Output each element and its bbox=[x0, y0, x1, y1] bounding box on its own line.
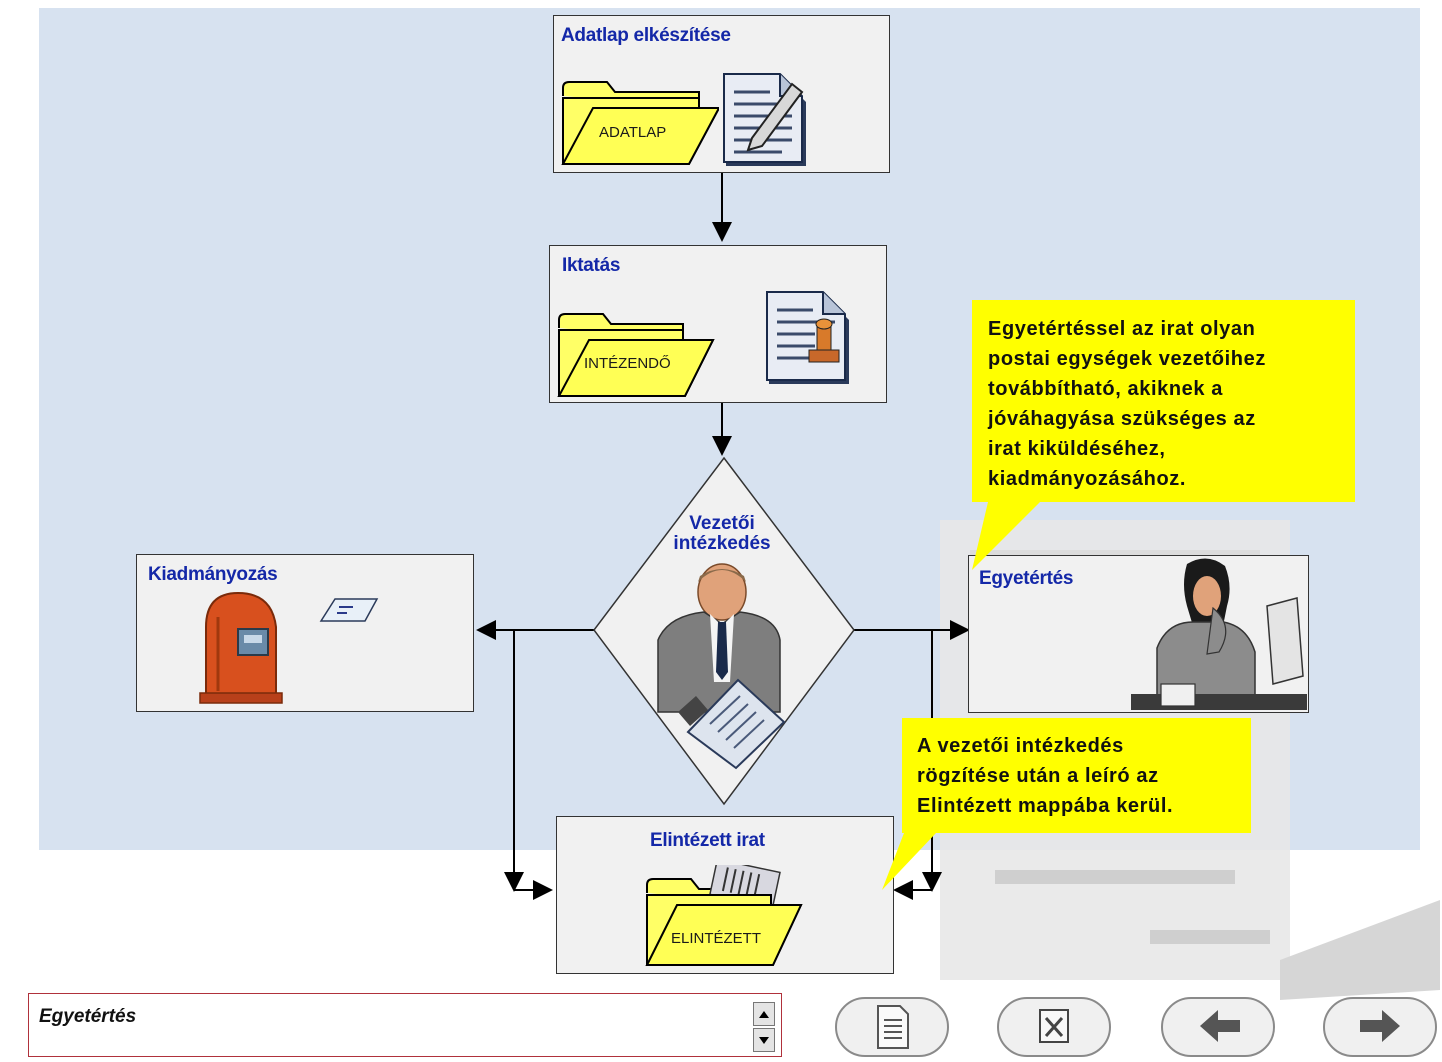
close-button[interactable] bbox=[996, 996, 1112, 1058]
elintezett-folder-label: ELINTÉZETT bbox=[671, 930, 762, 947]
callout-top-line: postai egységek vezetőihez bbox=[988, 348, 1266, 370]
step-kiadmanyozas-box[interactable]: Kiadmányozás bbox=[136, 554, 474, 712]
callout-bottom bbox=[882, 718, 1251, 890]
step-elintezett-box[interactable]: Elintézett irat ELINTÉZETT bbox=[556, 816, 894, 974]
callout-top bbox=[972, 300, 1355, 570]
step-adatlap-title: Adatlap elkészítése bbox=[561, 25, 731, 46]
scroll-down-button[interactable] bbox=[753, 1028, 775, 1052]
step-adatlap-box[interactable]: Adatlap elkészítése ADATLAP bbox=[553, 15, 890, 173]
notes-button[interactable] bbox=[834, 996, 950, 1058]
vezetoi-title-line1: Vezetői bbox=[689, 513, 755, 534]
callout-top-line: irat kiküldéséhez, bbox=[988, 438, 1166, 460]
callout-top-line: kiadmányozásához. bbox=[988, 468, 1187, 490]
callout-bottom-line: rögzítése után a leíró az bbox=[917, 765, 1159, 787]
caption-scrollbar[interactable] bbox=[753, 1002, 775, 1052]
notes-icon bbox=[877, 1005, 909, 1049]
callout-top-text: Egyetértéssel az irat olyan postai egysé… bbox=[988, 314, 1266, 494]
vezetoi-title: Vezetői intézkedés bbox=[642, 514, 802, 554]
step-egyetertes-box[interactable]: Egyetértés bbox=[968, 555, 1309, 713]
step-iktatas-box[interactable]: Iktatás INTÉZENDŐ bbox=[549, 245, 887, 403]
folder-icon bbox=[645, 865, 803, 966]
mailbox-icon bbox=[199, 591, 283, 704]
caption-textbox[interactable]: Egyetértés bbox=[28, 993, 782, 1057]
triangle-down-icon bbox=[759, 1036, 769, 1044]
step-iktatas-title: Iktatás bbox=[562, 255, 621, 276]
folder-icon bbox=[557, 313, 715, 397]
manager-person-icon bbox=[657, 563, 786, 770]
callout-top-line: továbbítható, akiknek a bbox=[988, 378, 1223, 400]
triangle-up-icon bbox=[759, 1010, 769, 1018]
envelope-icon bbox=[319, 598, 379, 622]
document-stamp-icon bbox=[766, 291, 849, 384]
step-kiadmanyozas-title: Kiadmányozás bbox=[148, 564, 278, 585]
callout-bottom-text: A vezetői intézkedés rögzítése után a le… bbox=[917, 731, 1173, 821]
step-egyetertes-title: Egyetértés bbox=[979, 568, 1074, 589]
arrow-right-icon bbox=[1360, 1010, 1400, 1042]
callout-top-line: Egyetértéssel az irat olyan bbox=[988, 318, 1256, 340]
callout-bottom-line: Elintézett mappába kerül. bbox=[917, 795, 1174, 817]
callout-top-line: jóváhagyása szükséges az bbox=[988, 408, 1256, 430]
close-icon bbox=[1039, 1009, 1069, 1043]
step-elintezett-title: Elintézett irat bbox=[650, 830, 765, 851]
scroll-up-button[interactable] bbox=[753, 1002, 775, 1026]
woman-at-computer-icon bbox=[1131, 558, 1307, 710]
folder-icon bbox=[561, 81, 719, 165]
forward-button[interactable] bbox=[1322, 996, 1438, 1058]
iktatas-folder-label: INTÉZENDŐ bbox=[584, 355, 671, 372]
caption-text: Egyetértés bbox=[39, 1006, 137, 1027]
document-edit-icon bbox=[723, 73, 806, 166]
arrow-left-icon bbox=[1200, 1010, 1240, 1042]
vezetoi-title-line2: intézkedés bbox=[673, 533, 771, 554]
back-button[interactable] bbox=[1160, 996, 1276, 1058]
adatlap-folder-label: ADATLAP bbox=[599, 124, 667, 141]
callout-bottom-line: A vezetői intézkedés bbox=[917, 735, 1124, 757]
